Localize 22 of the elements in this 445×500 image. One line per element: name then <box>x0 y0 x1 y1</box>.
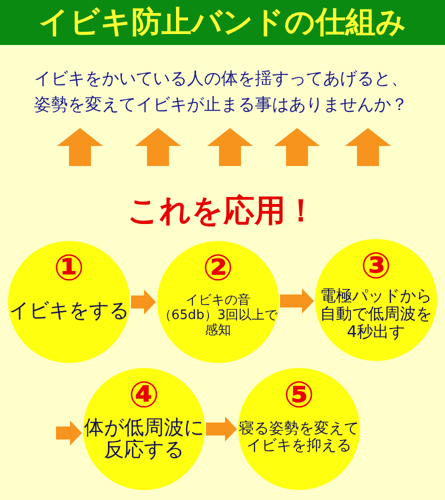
block-arrow <box>131 290 156 314</box>
step-text: 体が低周波に反応する <box>83 416 205 460</box>
block-arrow <box>280 288 314 314</box>
question-text: イビキをかいている人の体を揺すってあげると、姿勢を変えてイビキが止まる事はありませんか？ <box>34 62 412 128</box>
block-arrow <box>345 128 391 166</box>
step-number: ⑤ <box>284 376 314 416</box>
block-arrow <box>57 128 103 166</box>
step-text: イビキをする <box>8 299 130 321</box>
step-number: ④ <box>128 376 160 416</box>
block-arrow <box>56 420 82 446</box>
step-number: ③ <box>360 247 392 287</box>
step-number: ② <box>202 249 234 289</box>
block-arrow <box>207 128 253 166</box>
title-bar: イビキ防止バンドの仕組み <box>0 0 445 45</box>
block-arrow <box>206 416 237 442</box>
block-arrow <box>135 128 181 166</box>
step-text: イビキの音（65db）3回以上で感知 <box>157 293 279 338</box>
step-text: 寝る姿勢を変えてイビキを抑える <box>238 420 360 454</box>
block-arrow <box>274 128 320 166</box>
step-number: ① <box>54 249 84 289</box>
step-text: 電極パッドから自動で低周波を4秒出す <box>319 287 433 341</box>
heading-text: これを応用！ <box>57 166 387 236</box>
